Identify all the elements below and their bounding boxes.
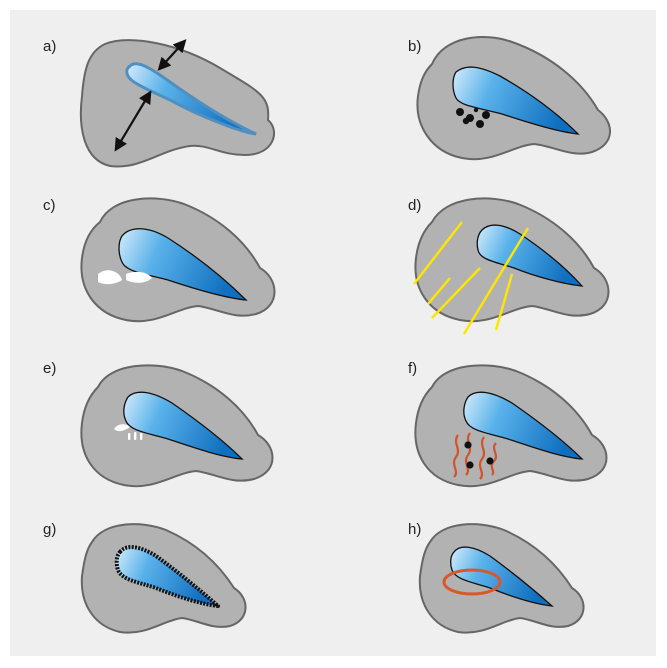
- diagram-d: [404, 186, 614, 336]
- diagram-b: [404, 26, 614, 176]
- panel-label-c: c): [43, 198, 56, 213]
- panel-label-g: g): [43, 522, 56, 537]
- diagram-g: [70, 512, 280, 662]
- diagram-f: [404, 353, 614, 503]
- diagram-a: [70, 30, 280, 180]
- panel-label-a: a): [43, 39, 56, 54]
- diagram-c: [70, 186, 280, 336]
- figure-panel: a) b) c) d): [10, 10, 656, 656]
- diagram-h: [408, 512, 618, 662]
- diagram-e: [70, 353, 280, 503]
- panel-label-e: e): [43, 361, 56, 376]
